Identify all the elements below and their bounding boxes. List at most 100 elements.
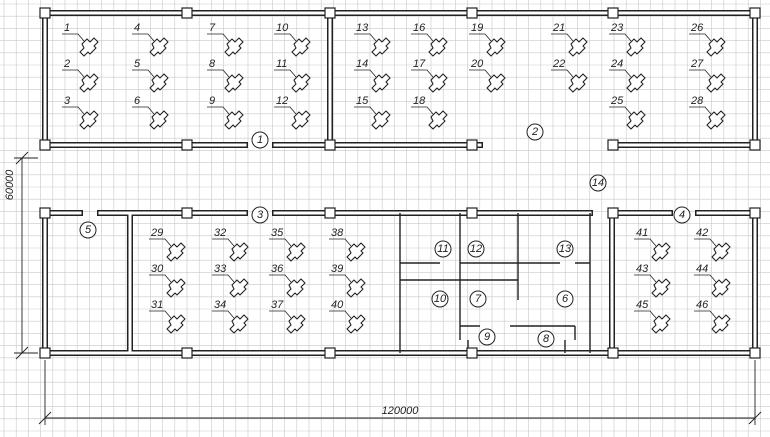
- workstation-icon: [371, 73, 391, 93]
- workstation: 41: [634, 227, 671, 262]
- workstation: 44: [694, 263, 731, 298]
- workstation-icon: [291, 37, 311, 57]
- height-dimension-label: 60000: [4, 169, 16, 200]
- workstation: 28: [689, 95, 726, 130]
- workstation-number: 28: [690, 95, 704, 107]
- workstation-layer: 1234567891011121314151617181920212223242…: [62, 22, 731, 334]
- room-number: 9: [484, 331, 490, 343]
- workstation: 23: [609, 22, 646, 57]
- workstation-number: 18: [413, 95, 426, 107]
- room-marker: 4: [673, 206, 691, 224]
- workstation: 20: [469, 58, 506, 93]
- upper-block-walls: [42, 10, 758, 148]
- workstation-icon: [568, 37, 588, 57]
- column-marker: [324, 7, 336, 19]
- room-number: 12: [470, 243, 482, 255]
- workstation: 45: [634, 299, 671, 334]
- column-marker: [466, 347, 478, 359]
- workstation-icon: [224, 37, 244, 57]
- room-marker: 8: [537, 330, 555, 348]
- workstation: 33: [212, 263, 249, 298]
- room-marker: 11: [434, 240, 452, 258]
- workstation: 42: [694, 227, 731, 262]
- column-marker: [607, 347, 619, 359]
- workstation: 30: [149, 263, 186, 298]
- workstation: 5: [132, 58, 169, 93]
- workstation: 34: [212, 299, 249, 334]
- workstation-number: 8: [209, 58, 216, 70]
- workstation-number: 23: [610, 22, 624, 34]
- column-marker: [39, 347, 51, 359]
- workstation-number: 12: [276, 95, 288, 107]
- column-marker: [749, 7, 761, 19]
- workstation-number: 46: [696, 299, 709, 311]
- workstation-number: 3: [64, 95, 71, 107]
- room-number: 1: [257, 134, 263, 146]
- room-marker: 9: [478, 328, 496, 346]
- workstation-number: 1: [64, 22, 70, 34]
- workstation: 15: [354, 95, 391, 130]
- workstation-icon: [711, 314, 731, 334]
- width-dimension-label: 120000: [382, 405, 420, 417]
- workstation-icon: [224, 110, 244, 130]
- workstation: 43: [634, 263, 671, 298]
- room-marker: 2: [526, 123, 544, 141]
- workstation-icon: [706, 37, 726, 57]
- column-marker: [324, 139, 336, 151]
- workstation-icon: [626, 110, 646, 130]
- room-number: 4: [679, 209, 685, 221]
- workstation-number: 27: [690, 58, 704, 70]
- workstation-icon: [149, 110, 169, 130]
- column-marker: [466, 7, 478, 19]
- column-marker: [607, 207, 619, 219]
- workstation-icon: [711, 242, 731, 262]
- room-marker: 1: [251, 131, 269, 149]
- workstation: 8: [207, 58, 244, 93]
- workstation-icon: [651, 278, 671, 298]
- room-marker: 6: [556, 290, 574, 308]
- workstation-icon: [79, 110, 99, 130]
- workstation-number: 24: [610, 58, 623, 70]
- workstation-number: 9: [209, 95, 215, 107]
- workstation-number: 45: [636, 299, 649, 311]
- workstation: 13: [354, 22, 391, 57]
- workstation-number: 41: [636, 227, 648, 239]
- workstation-icon: [428, 73, 448, 93]
- workstation-icon: [568, 73, 588, 93]
- workstation: 32: [212, 227, 249, 262]
- workstation-number: 26: [690, 22, 704, 34]
- workstation-number: 21: [552, 22, 565, 34]
- workstation-icon: [229, 242, 249, 262]
- column-marker: [607, 139, 619, 151]
- workstation-number: 42: [696, 227, 708, 239]
- workstation-number: 43: [636, 263, 649, 275]
- interior-partitions: [399, 213, 591, 353]
- workstation-number: 39: [331, 263, 343, 275]
- workstation-icon: [166, 278, 186, 298]
- workstation: 24: [609, 58, 646, 93]
- workstation-number: 40: [331, 299, 344, 311]
- workstation-icon: [149, 37, 169, 57]
- workstation: 17: [411, 58, 448, 93]
- workstation-number: 10: [276, 22, 289, 34]
- workstation-number: 38: [331, 227, 344, 239]
- workstation-number: 37: [271, 299, 284, 311]
- workstation-number: 17: [413, 58, 426, 70]
- workstation-number: 36: [271, 263, 284, 275]
- workstation-number: 44: [696, 263, 708, 275]
- workstation-icon: [224, 73, 244, 93]
- workstation: 10: [274, 22, 311, 57]
- workstation-icon: [79, 37, 99, 57]
- workstation-number: 6: [134, 95, 141, 107]
- workstation: 16: [411, 22, 448, 57]
- workstation: 38: [329, 227, 366, 262]
- workstation: 2: [62, 58, 99, 93]
- workstation-icon: [286, 278, 306, 298]
- workstation-icon: [291, 73, 311, 93]
- column-marker: [607, 7, 619, 19]
- workstation: 22: [551, 58, 588, 93]
- workstation: 11: [274, 58, 311, 93]
- workstation-icon: [229, 278, 249, 298]
- column-marker: [181, 347, 193, 359]
- room-number: 7: [475, 293, 482, 305]
